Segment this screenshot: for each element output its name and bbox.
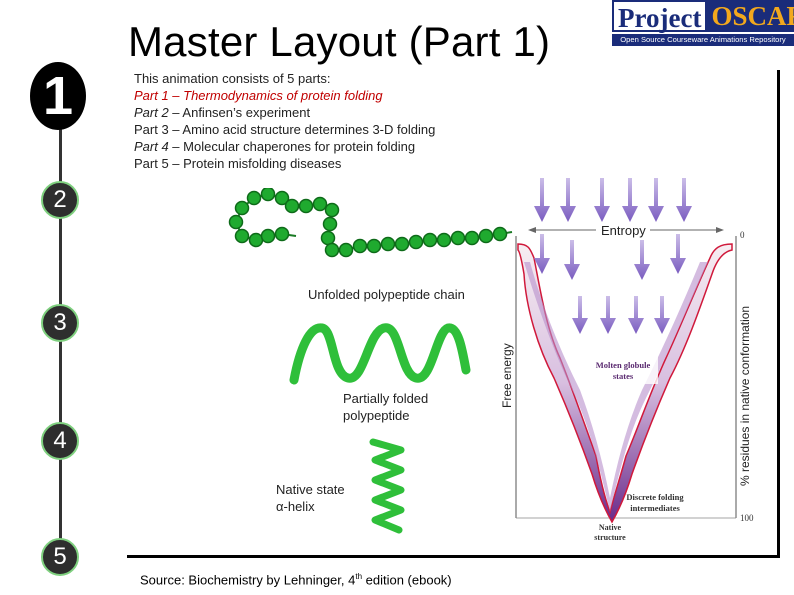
step-3-button[interactable]: 3 <box>41 304 79 342</box>
folding-funnel-figure: 0 100 Molten globule states Discrete fol… <box>515 178 754 542</box>
logo-tagline: Open Source Courseware Animations Reposi… <box>612 34 794 46</box>
intro-heading: This animation consists of 5 parts: <box>134 71 331 86</box>
part-2-label: Part 2 – Anfinsen’s experiment <box>134 105 311 120</box>
logo-word-project: Project <box>612 0 708 33</box>
logo-word-oscar: OSCAR <box>707 0 794 32</box>
part-3-label: Part 3 – Amino acid structure determines… <box>134 122 436 137</box>
partially-folded-illustration <box>289 323 471 385</box>
step-5-button[interactable]: 5 <box>41 538 79 576</box>
residues-axis-label: % residues in native conformation <box>738 305 752 486</box>
part-5-label: Part 5 – Protein misfolding diseases <box>134 156 342 171</box>
free-energy-axis-label: Free energy <box>500 343 514 408</box>
page-title: Master Layout (Part 1) <box>128 18 551 65</box>
entropy-label: Entropy <box>599 223 648 238</box>
alpha-helix-illustration <box>369 438 405 534</box>
svg-text:0: 0 <box>740 230 745 240</box>
svg-text:states: states <box>613 371 634 381</box>
step-1-button[interactable]: 1 <box>30 62 86 130</box>
unfolded-chain-illustration <box>228 188 513 258</box>
unfolded-chain-label: Unfolded polypeptide chain <box>308 287 465 302</box>
part-1-label: Part 1 – Thermodynamics of protein foldi… <box>134 88 383 103</box>
svg-text:100: 100 <box>740 513 754 523</box>
native-state-label: Native state α-helix <box>276 482 345 514</box>
content-frame <box>127 70 780 558</box>
partially-folded-label: Partially folded polypeptide <box>343 391 429 423</box>
step-2-button[interactable]: 2 <box>41 181 79 219</box>
step-4-button[interactable]: 4 <box>41 422 79 460</box>
svg-text:Molten globule: Molten globule <box>596 360 651 370</box>
svg-text:structure: structure <box>594 533 626 542</box>
project-oscar-logo[interactable]: Project OSCAR Open Source Courseware Ani… <box>612 0 794 50</box>
svg-text:Discrete folding: Discrete folding <box>626 492 684 502</box>
part-4-label: Part 4 – Molecular chaperones for protei… <box>134 139 416 154</box>
intro-text: This animation consists of 5 parts: Part… <box>134 70 435 172</box>
source-citation: Source: Biochemistry by Lehninger, 4th e… <box>140 572 452 588</box>
svg-text:intermediates: intermediates <box>630 503 680 513</box>
svg-text:Native: Native <box>599 523 622 532</box>
